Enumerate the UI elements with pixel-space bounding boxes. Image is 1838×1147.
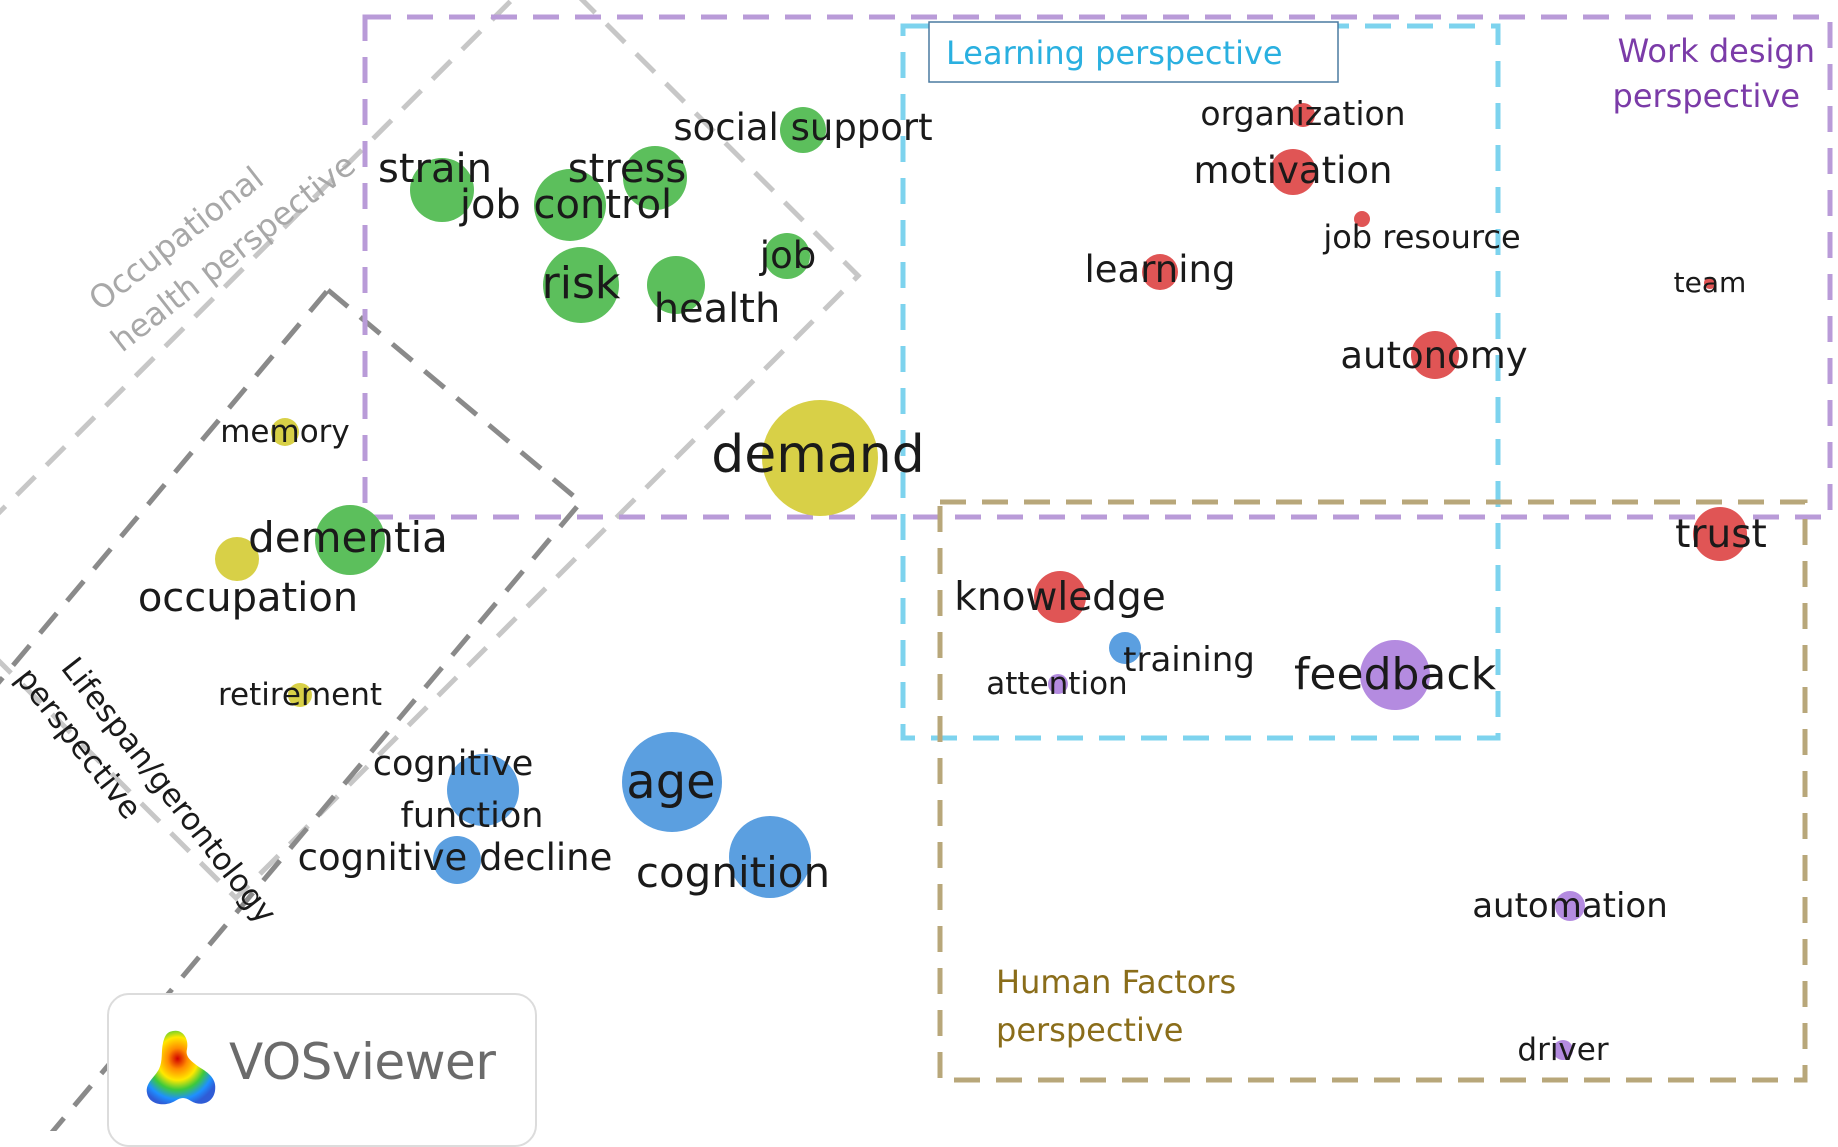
node-attention xyxy=(1048,674,1068,694)
term-labels: social support strain stress job control… xyxy=(138,94,1767,1068)
node-autonomy xyxy=(1411,331,1459,379)
label-demand: demand xyxy=(711,425,924,485)
work-design-label-2: perspective xyxy=(1613,77,1800,115)
node-job xyxy=(764,233,810,279)
label-cognitive-decline: cognitive decline xyxy=(298,836,613,879)
label-age: age xyxy=(626,754,715,810)
node-cognition xyxy=(729,816,811,898)
learning-perspective-label: Learning perspective xyxy=(946,34,1283,72)
node-team xyxy=(1704,277,1716,289)
node-training xyxy=(1109,632,1141,664)
node-job-resource xyxy=(1354,211,1370,227)
label-dementia: dementia xyxy=(248,513,448,562)
node-trust xyxy=(1693,507,1747,561)
node-risk xyxy=(543,247,619,323)
node-retirement xyxy=(288,683,312,707)
label-cognition: cognition xyxy=(636,848,830,897)
node-age xyxy=(622,732,722,832)
label-knowledge: knowledge xyxy=(954,575,1165,620)
human-factors-box xyxy=(937,499,1808,1083)
lifespan-box xyxy=(0,286,585,1131)
node-cognitive-decline xyxy=(433,836,481,884)
human-factors-label-1: Human Factors xyxy=(996,963,1236,1001)
node-memory xyxy=(271,418,299,446)
label-risk: risk xyxy=(542,258,621,309)
node-cognitive-function xyxy=(447,754,519,826)
node-feedback xyxy=(1360,640,1430,710)
label-trust: trust xyxy=(1675,512,1767,557)
label-autonomy: autonomy xyxy=(1340,334,1527,377)
node-automation xyxy=(1555,891,1585,921)
label-strain: strain xyxy=(378,146,492,192)
node-learning xyxy=(1142,254,1178,290)
label-automation: automation xyxy=(1472,886,1668,926)
vosviewer-logo: VOSviewer xyxy=(107,993,537,1147)
label-job: job xyxy=(759,234,816,277)
label-cognitive-function-2: function xyxy=(401,796,544,836)
node-driver xyxy=(1553,1040,1573,1060)
label-occupation: occupation xyxy=(138,575,358,621)
node-demand xyxy=(762,400,878,516)
label-attention: attention xyxy=(986,666,1127,702)
node-health xyxy=(647,256,705,314)
label-retirement: retirement xyxy=(218,677,382,713)
label-driver: driver xyxy=(1517,1032,1608,1068)
label-training: training xyxy=(1123,640,1255,680)
node-strain xyxy=(410,158,474,222)
node-job-control xyxy=(534,169,606,241)
vosviewer-logo-text: VOSviewer xyxy=(229,1033,496,1091)
vosviewer-logo-icon xyxy=(146,1030,216,1105)
node-dementia xyxy=(315,505,385,575)
label-cognitive-function-1: cognitive xyxy=(373,744,533,784)
label-memory: memory xyxy=(220,414,350,450)
node-organization xyxy=(1291,103,1315,127)
learning-label-frame xyxy=(928,21,1339,83)
label-stress: stress xyxy=(568,146,686,192)
occupational-health-box xyxy=(0,0,862,902)
label-organization: organization xyxy=(1200,94,1405,133)
human-factors-label-2: perspective xyxy=(996,1011,1183,1049)
label-health: health xyxy=(654,286,781,332)
label-social-support: social support xyxy=(673,106,932,149)
node-knowledge xyxy=(1034,571,1086,623)
label-team: team xyxy=(1674,266,1747,299)
node-social-support xyxy=(780,107,826,153)
work-design-box xyxy=(362,14,1833,520)
label-motivation: motivation xyxy=(1194,149,1393,192)
label-job-resource: job resource xyxy=(1322,218,1520,256)
node-stress xyxy=(623,146,687,210)
term-nodes xyxy=(215,103,1747,1060)
label-feedback: feedback xyxy=(1294,649,1497,700)
work-design-label-1: Work design xyxy=(1618,32,1815,70)
node-occupation xyxy=(215,537,259,581)
node-motivation xyxy=(1270,149,1316,195)
occupational-health-label: Occupational health perspective xyxy=(82,145,363,359)
label-learning: learning xyxy=(1085,248,1236,291)
label-job-control: job control xyxy=(459,182,672,228)
